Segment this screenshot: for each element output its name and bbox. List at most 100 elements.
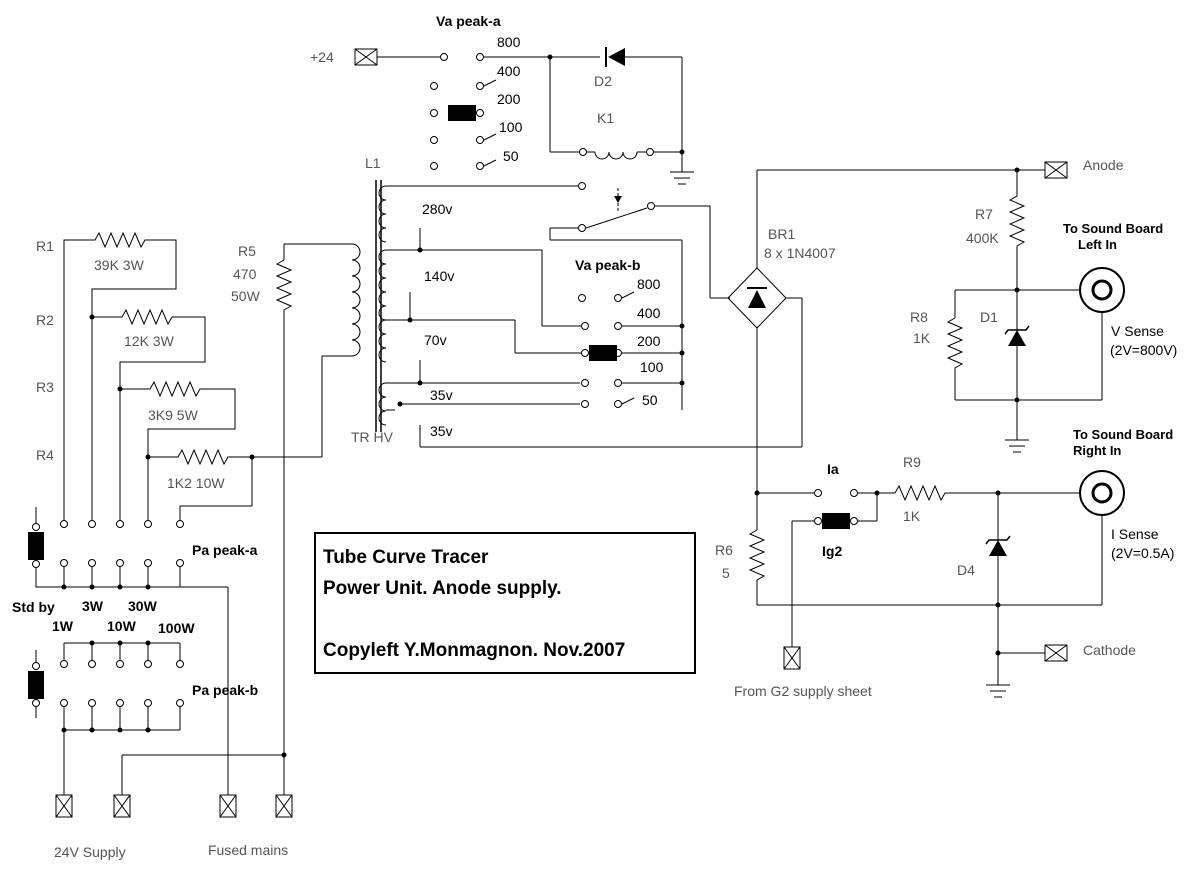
w3-label: 3W	[82, 598, 104, 614]
va-a-tap-100: 100	[499, 119, 523, 135]
ground-symbol-cathode	[986, 684, 1010, 698]
ground-symbol-d1	[1005, 439, 1029, 453]
r6-value: 5	[722, 565, 730, 581]
resistor-r7	[1008, 170, 1026, 290]
va-a-tap-50: 50	[503, 148, 519, 164]
plus24-terminal	[354, 48, 378, 66]
relay-k1-coil	[579, 148, 654, 160]
resistor-r6	[748, 529, 766, 605]
relay-k1-contact	[578, 182, 655, 232]
sound-right-label-2: Right In	[1073, 443, 1121, 458]
r5-value-1: 470	[233, 266, 257, 282]
r5-value-2: 50W	[231, 288, 261, 304]
r2-label: R2	[36, 312, 54, 328]
r4-label: R4	[36, 447, 54, 463]
pa-peak-b-switch[interactable]	[28, 660, 184, 707]
resistor-r4	[148, 448, 322, 466]
diode-d2	[605, 47, 625, 67]
sound-right-label-1: To Sound Board	[1073, 427, 1173, 442]
va-a-tap-800: 800	[497, 34, 521, 50]
ia-switch[interactable]	[814, 489, 858, 530]
tap-140v: 140v	[424, 268, 454, 284]
anode-terminal	[1044, 161, 1068, 179]
r3-label: R3	[36, 379, 54, 395]
v-sense-label-2: (2V=800V)	[1110, 342, 1177, 358]
cathode-terminal	[1044, 644, 1068, 662]
r4-value: 1K2 10W	[167, 475, 225, 491]
va-peak-a-label: Va peak-a	[436, 13, 501, 29]
std-by-label: Std by	[12, 599, 55, 615]
resistor-r9	[894, 484, 1080, 502]
g2-supply-terminal	[783, 646, 801, 670]
w10-label: 10W	[107, 618, 137, 634]
r3-value: 3K9 5W	[148, 407, 199, 423]
cathode-label: Cathode	[1083, 642, 1136, 658]
w30-label: 30W	[128, 598, 158, 614]
r8-label: R8	[910, 309, 928, 325]
supply-24v-terminal-a	[55, 794, 73, 818]
fused-mains-terminal-a	[219, 794, 237, 818]
va-a-tap-200: 200	[497, 91, 521, 107]
va-b-tap-800: 800	[637, 276, 661, 292]
r7-value: 400K	[966, 230, 999, 246]
resistor-r1	[63, 231, 177, 520]
zener-d4	[985, 493, 1011, 605]
sound-left-label-1: To Sound Board	[1063, 221, 1163, 236]
fused-mains-label: Fused mains	[208, 842, 288, 858]
r5-label: R5	[238, 243, 256, 259]
i-sense-label-1: I Sense	[1111, 526, 1159, 542]
resistor-r5	[275, 259, 293, 320]
r1-label: R1	[36, 238, 54, 254]
i-sense-label-2: (2V=0.5A)	[1111, 545, 1174, 561]
va-a-tap-400: 400	[497, 63, 521, 79]
r8-value: 1K	[913, 330, 931, 346]
fused-mains-terminal-b	[275, 794, 293, 818]
r6-label: R6	[715, 542, 733, 558]
l1-label: L1	[365, 155, 381, 171]
ia-label: Ia	[827, 461, 839, 477]
va-peak-a-switch[interactable]	[430, 53, 484, 170]
d2-label: D2	[594, 73, 612, 89]
supply-24v-label: 24V Supply	[54, 844, 126, 860]
d4-label: D4	[957, 562, 975, 578]
r7-label: R7	[975, 206, 993, 222]
br1-value: 8 x 1N4007	[764, 245, 836, 261]
va-b-tap-400: 400	[637, 305, 661, 321]
d1-label: D1	[980, 309, 998, 325]
tap-35v-a: 35v	[430, 387, 453, 403]
pa-peak-a-switch[interactable]	[28, 520, 184, 568]
ig2-label: Ig2	[822, 543, 842, 559]
w1-label: 1W	[52, 618, 74, 634]
r1-value: 39K 3W	[94, 257, 145, 273]
va-b-tap-200: 200	[637, 333, 661, 349]
k1-label: K1	[597, 110, 614, 126]
title-block	[314, 532, 696, 674]
r9-value: 1K	[903, 508, 921, 524]
resistor-r2	[92, 308, 206, 520]
pa-peak-b-label: Pa peak-b	[192, 682, 258, 698]
bridge-rectifier-br1	[727, 267, 787, 329]
va-peak-b-label: Va peak-b	[575, 257, 640, 273]
transformer-l1	[351, 180, 387, 432]
from-g2-label: From G2 supply sheet	[734, 683, 872, 699]
zener-d1	[1004, 290, 1030, 400]
w100-label: 100W	[158, 620, 195, 636]
va-peak-b-switch[interactable]	[578, 294, 622, 408]
right-in-jack	[1079, 470, 1125, 516]
v-sense-label-1: V Sense	[1111, 323, 1164, 339]
va-b-tap-100: 100	[640, 359, 664, 375]
resistor-r3	[120, 380, 236, 520]
tap-280v: 280v	[422, 201, 452, 217]
anode-label: Anode	[1083, 157, 1124, 173]
r2-value: 12K 3W	[124, 333, 175, 349]
pa-peak-a-label: Pa peak-a	[192, 542, 258, 558]
va-b-tap-50: 50	[642, 392, 658, 408]
tap-70v: 70v	[424, 332, 447, 348]
title-line-2: Power Unit. Anode supply.	[323, 578, 562, 599]
title-line-1: Tube Curve Tracer	[323, 547, 489, 568]
left-in-jack	[1079, 267, 1125, 313]
title-line-3: Copyleft Y.Monmagnon. Nov.2007	[323, 640, 625, 661]
r9-label: R9	[903, 454, 921, 470]
supply-24v-terminal-b	[113, 794, 131, 818]
